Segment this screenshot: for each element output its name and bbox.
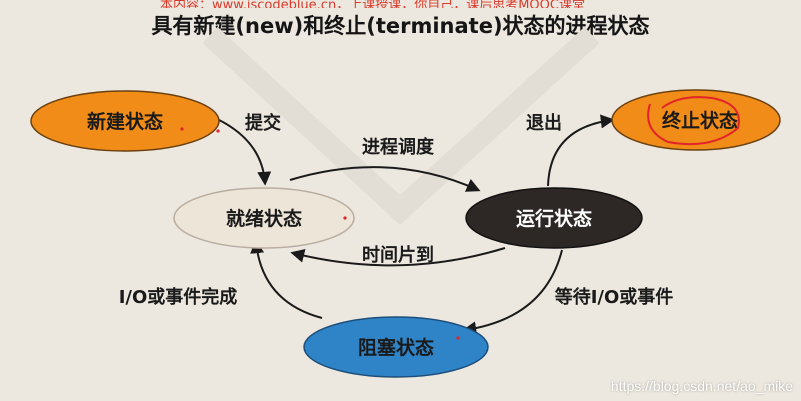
label-exit: 退出 (526, 112, 562, 134)
state-ready (173, 187, 355, 249)
state-new-label: 新建状态 (87, 110, 163, 133)
red-dot-annotation (180, 127, 184, 131)
state-blocked-label: 阻塞状态 (358, 336, 434, 359)
label-io-done: I/O或事件完成 (119, 286, 238, 308)
state-terminated-label: 终止状态 (662, 109, 738, 132)
background-chevron (202, 26, 600, 225)
arrow-io-wait (462, 249, 563, 336)
label-io-wait: 等待I/O或事件 (555, 286, 674, 308)
arrow-timeout (290, 247, 506, 267)
label-submit: 提交 (245, 112, 281, 134)
state-running-label: 运行状态 (516, 207, 592, 230)
top-banner-text: 本内容：www.iscodeblue.cn，上课授课，你自己，课后思考MOOC课… (160, 0, 585, 8)
state-ready-label: 就绪状态 (226, 207, 302, 230)
red-dot-annotation (456, 336, 460, 340)
label-dispatch: 进程调度 (362, 136, 435, 158)
state-blocked (303, 316, 489, 378)
state-terminated (611, 89, 781, 151)
red-dot-annotation (343, 216, 347, 220)
red-circle-annotation (647, 96, 740, 146)
label-timeout: 时间片到 (362, 244, 434, 266)
watermark-url: https://blog.csdn.net/ao_mike (610, 378, 793, 394)
arrow-exit (547, 114, 615, 187)
red-dot-annotation (216, 129, 220, 133)
state-new (30, 90, 220, 152)
arrow-submit (214, 117, 272, 186)
page-title: 具有新建(new)和终止(terminate)状态的进程状态 (151, 14, 650, 38)
arrow-dispatch (289, 166, 481, 192)
state-running (465, 187, 643, 249)
arrow-io-done (250, 239, 323, 319)
